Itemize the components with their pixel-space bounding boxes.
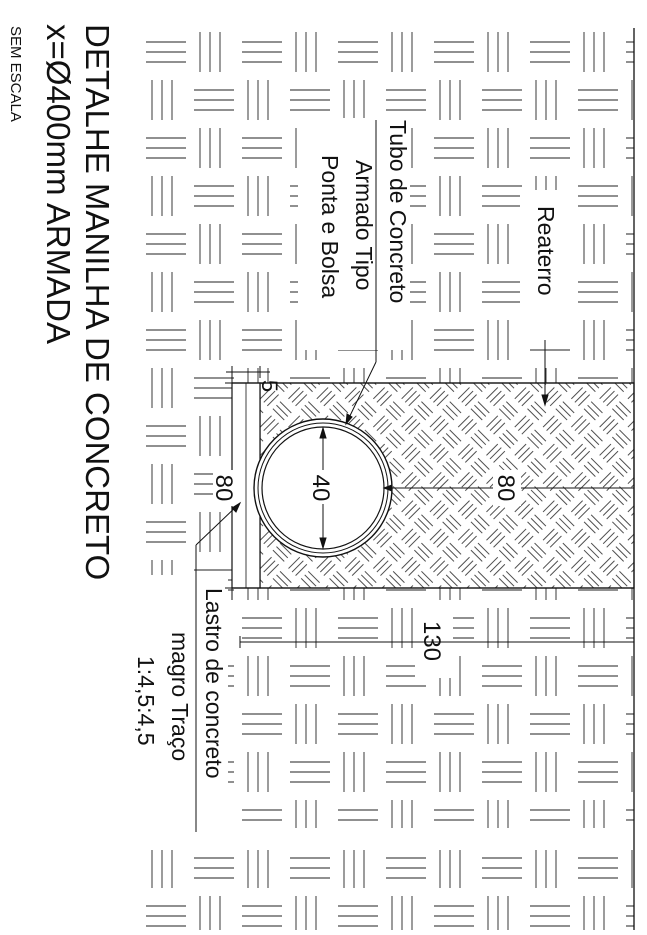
drawing-title: DETALHE MANILHA DE CONCRETO (79, 24, 116, 580)
base-label-line2: magro Traço (167, 632, 193, 761)
excavation-dim-bg (415, 604, 453, 678)
pipe-leader (345, 120, 377, 426)
trench-width-label: 80 (210, 475, 237, 502)
pipe-label-line1: Tubo de Concreto (385, 120, 411, 303)
excavation-width-label: 130 (418, 621, 445, 661)
drawing-scale: SEM ESCALA (7, 26, 24, 122)
svg-text:Armado Tipo: Armado Tipo (351, 160, 377, 290)
trench-height-label: 80 (492, 475, 519, 502)
base-thickness-label: 5 (257, 380, 282, 392)
base-label-line1: Lastro de concreto (201, 588, 227, 779)
pipe-label-line2: Armado Tipo (351, 160, 377, 290)
backfill-leader (541, 340, 549, 407)
pipe-diameter-label: 40 (307, 475, 334, 502)
base-label-bg (128, 575, 228, 837)
backfill-label-bg (520, 190, 572, 345)
backfill-label: Reaterro (533, 206, 559, 295)
pipe-label-bg (298, 118, 410, 350)
svg-text:Lastro de concreto: Lastro de concreto (201, 588, 227, 779)
pipe-label-line3: Ponta e Bolsa (317, 155, 343, 298)
svg-text:Tubo de Concreto: Tubo de Concreto (385, 120, 411, 303)
svg-text:1:4,5:4,5: 1:4,5:4,5 (133, 656, 159, 746)
svg-text:Ponta e Bolsa: Ponta e Bolsa (317, 155, 343, 298)
svg-text:magro Traço: magro Traço (167, 632, 193, 761)
base-thickness-dimension (226, 366, 270, 378)
base-label-line3: 1:4,5:4,5 (133, 656, 159, 746)
drawing-subtitle: x=Ø400mm ARMADA (40, 24, 77, 344)
base-leader (195, 501, 242, 832)
excavation-width-dimension (239, 636, 635, 648)
